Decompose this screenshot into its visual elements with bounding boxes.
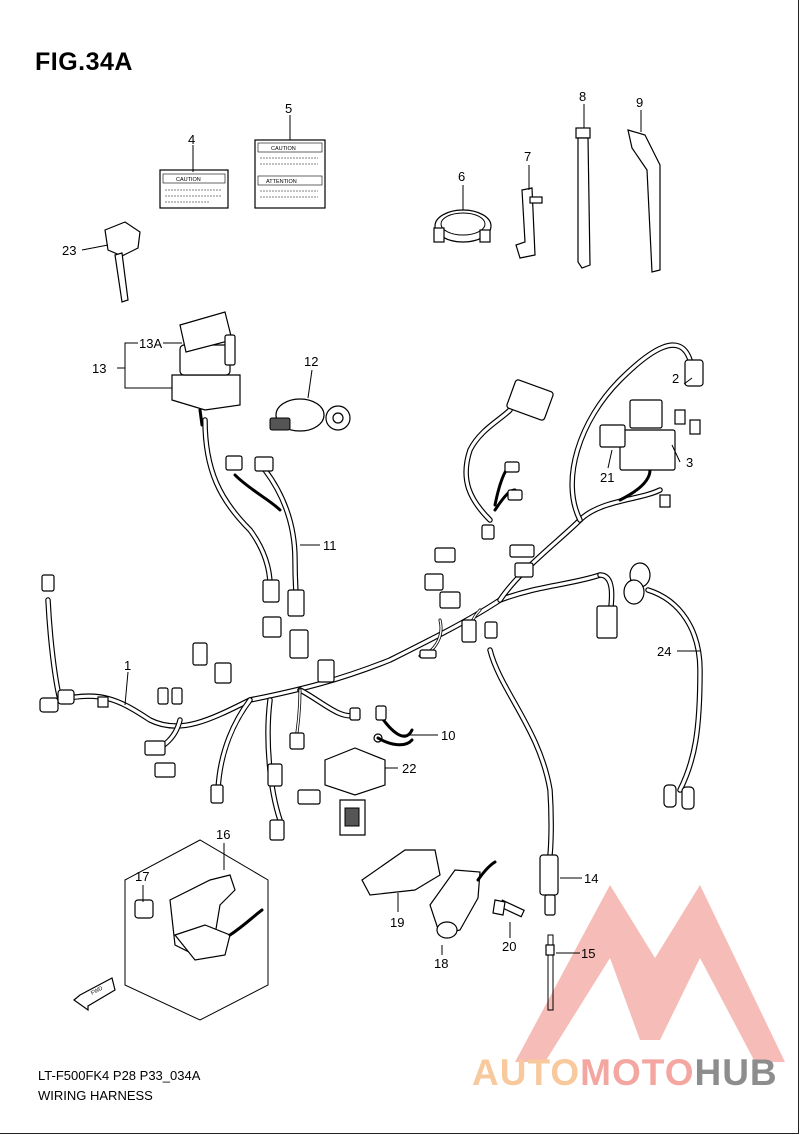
figure-title: FIG.34A — [35, 48, 133, 76]
callout-14: 14 — [584, 871, 598, 886]
switch-18 — [429, 860, 497, 939]
sensor-lead-24 — [623, 562, 703, 810]
callout-3: 3 — [686, 455, 693, 470]
callout-19: 19 — [390, 915, 404, 930]
clip-7 — [515, 187, 543, 259]
callout-23: 23 — [62, 243, 76, 258]
sub-harness-11 — [202, 417, 305, 617]
inset-box-16 — [124, 839, 269, 1021]
callout-12: 12 — [304, 354, 318, 369]
upper-branch — [463, 342, 704, 540]
fwd-text: FWD — [90, 986, 104, 997]
fwd-arrow: FWD — [73, 977, 116, 1012]
callout-21: 21 — [600, 470, 614, 485]
callout-11: 11 — [323, 538, 337, 553]
attention-text-5: ATTENTION — [266, 179, 297, 185]
callout-1: 1 — [124, 658, 131, 673]
pin-15 — [545, 934, 555, 1011]
watermark-moto: MOTO — [580, 1052, 695, 1093]
figure-model-code: LT-F500FK4 P28 P33_034A — [38, 1068, 201, 1083]
callout-4: 4 — [188, 132, 195, 147]
callout-22: 22 — [402, 761, 416, 776]
socket-12 — [269, 398, 351, 432]
watermark-text: AUTOMOTOHUB — [472, 1052, 778, 1094]
callouts: 4 5 6 7 8 9 23 13 13A 12 2 3 21 11 1 10 … — [62, 89, 693, 971]
callout-9: 9 — [636, 95, 643, 110]
ground-wire-10 — [373, 705, 414, 747]
callout-2: 2 — [672, 371, 679, 386]
callout-16: 16 — [216, 827, 230, 842]
bracket-19 — [361, 849, 441, 896]
ignition-switch-13 — [171, 311, 241, 427]
caution-text-4: CAUTION — [176, 177, 201, 183]
callout-8: 8 — [579, 89, 586, 104]
callout-13a: 13A — [139, 336, 162, 351]
watermark-hub: HUB — [694, 1052, 778, 1093]
relay-22 — [324, 747, 386, 836]
watermark-logo — [515, 885, 785, 1062]
callout-24: 24 — [657, 644, 671, 659]
clamp-6 — [433, 209, 492, 243]
watermark-auto: AUTO — [472, 1052, 581, 1093]
caution-label-5: CAUTION ATTENTION — [254, 139, 326, 209]
callout-15: 15 — [581, 946, 595, 961]
callout-6: 6 — [458, 169, 465, 184]
key-23 — [104, 221, 141, 303]
leader-lines — [81, 104, 700, 955]
callout-13: 13 — [92, 361, 106, 376]
callout-17: 17 — [135, 869, 149, 884]
tie-9 — [627, 129, 661, 273]
caution-text-5: CAUTION — [271, 146, 296, 152]
callout-7: 7 — [524, 149, 531, 164]
sensor-14 — [487, 647, 559, 916]
callout-5: 5 — [285, 101, 292, 116]
bolt-20 — [492, 899, 525, 918]
harness-connectors — [39, 544, 618, 841]
figure-name: WIRING HARNESS — [38, 1088, 153, 1103]
tie-8 — [575, 127, 591, 269]
callout-10: 10 — [441, 728, 455, 743]
callout-20: 20 — [502, 939, 516, 954]
caution-label-4: CAUTION — [159, 169, 229, 209]
callout-18: 18 — [434, 956, 448, 971]
